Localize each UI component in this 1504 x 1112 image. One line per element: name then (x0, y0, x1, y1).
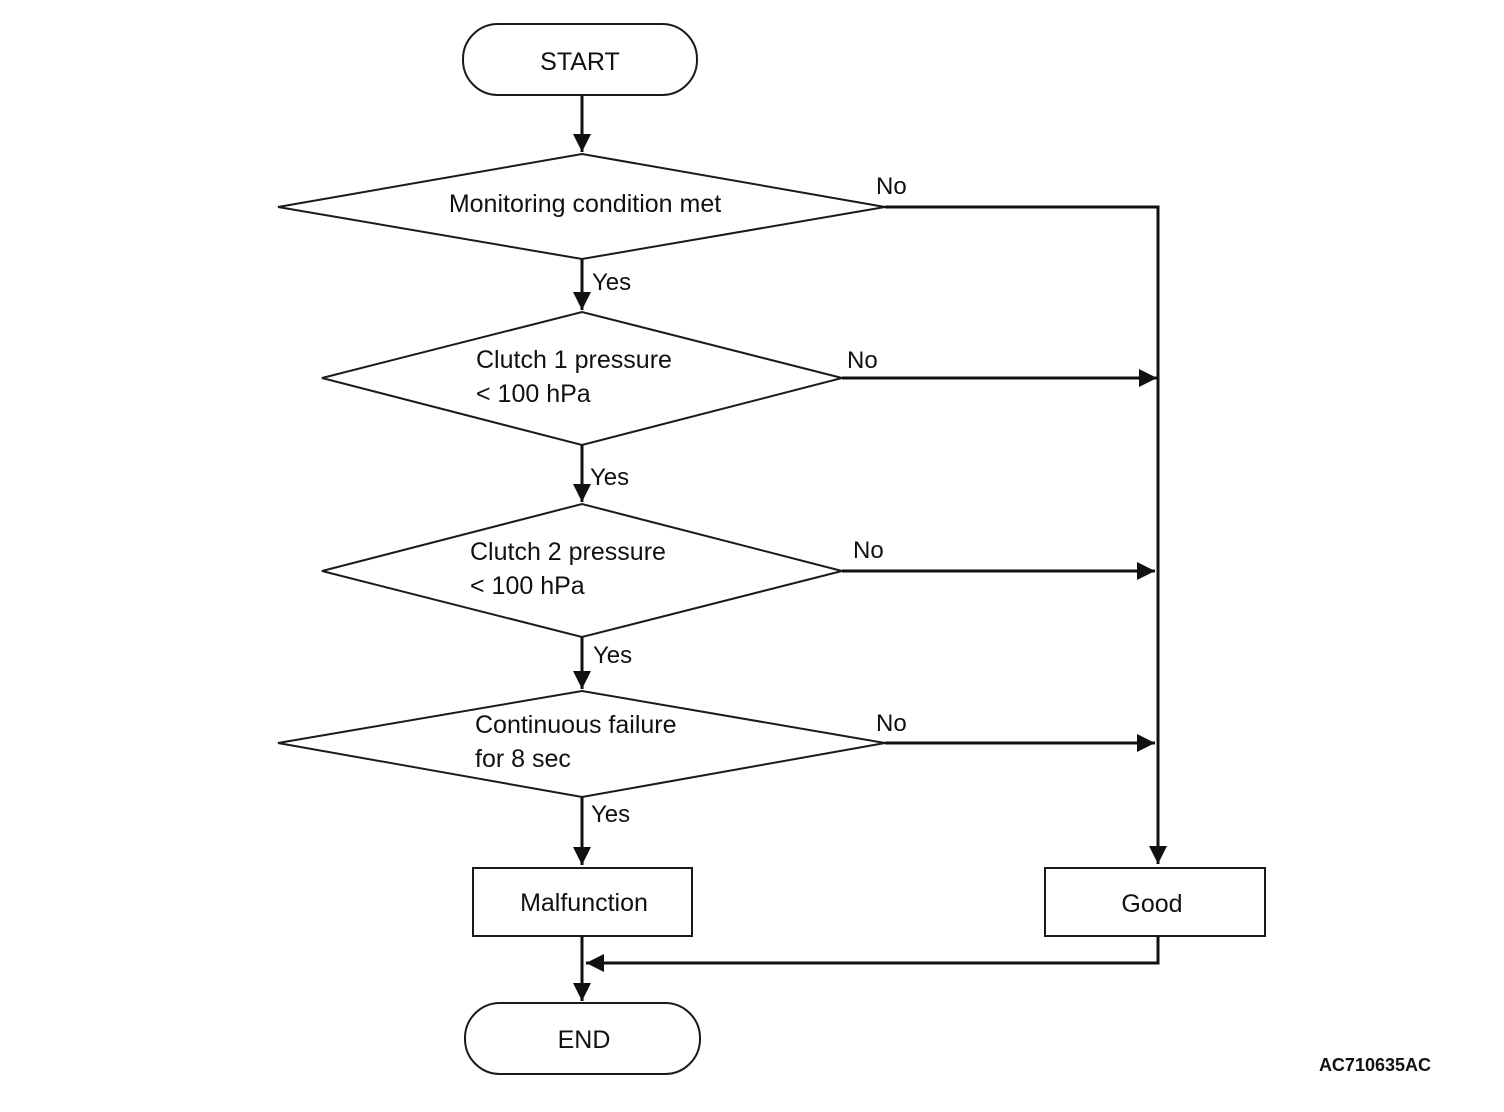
decision-clutch-2-pressure: Clutch 2 pressure < 100 hPa (321, 502, 843, 639)
decision-clutch-1-text-line1: Clutch 1 pressure (476, 346, 672, 374)
decision-clutch-2-text-line1: Clutch 2 pressure (470, 538, 666, 566)
no-label-1: No (876, 173, 907, 200)
decision-monitoring-condition-text: Monitoring condition met (449, 190, 721, 218)
end-terminator: END (464, 1002, 701, 1075)
decision-continuous-failure: Continuous failure for 8 sec (277, 689, 886, 799)
start-terminator: START (462, 23, 698, 96)
no-label-3: No (853, 537, 884, 564)
decision-clutch-1-pressure: Clutch 1 pressure < 100 hPa (321, 310, 843, 447)
yes-label-2: Yes (590, 464, 629, 491)
figure-code: AC710635AC (1319, 1055, 1431, 1075)
malfunction-label: Malfunction (520, 889, 648, 917)
decision-clutch-2-text-line2: < 100 hPa (470, 572, 585, 600)
yes-label-1: Yes (592, 269, 631, 296)
yes-label-3: Yes (593, 642, 632, 669)
decision-continuous-failure-text-line1: Continuous failure (475, 711, 677, 739)
good-box: Good (1044, 867, 1266, 937)
no-label-4: No (876, 710, 907, 737)
decision-monitoring-condition: Monitoring condition met (277, 152, 886, 261)
decision-clutch-1-text-line2: < 100 hPa (476, 380, 591, 408)
end-label: END (558, 1026, 611, 1054)
good-label: Good (1121, 890, 1182, 918)
yes-label-4: Yes (591, 801, 630, 828)
arrow-good-to-end (586, 936, 1160, 972)
start-label: START (540, 48, 620, 76)
arrow-decision-1-no (885, 205, 1167, 864)
decision-continuous-failure-text-line2: for 8 sec (475, 745, 571, 773)
malfunction-box: Malfunction (472, 867, 693, 937)
no-label-2: No (847, 347, 878, 374)
